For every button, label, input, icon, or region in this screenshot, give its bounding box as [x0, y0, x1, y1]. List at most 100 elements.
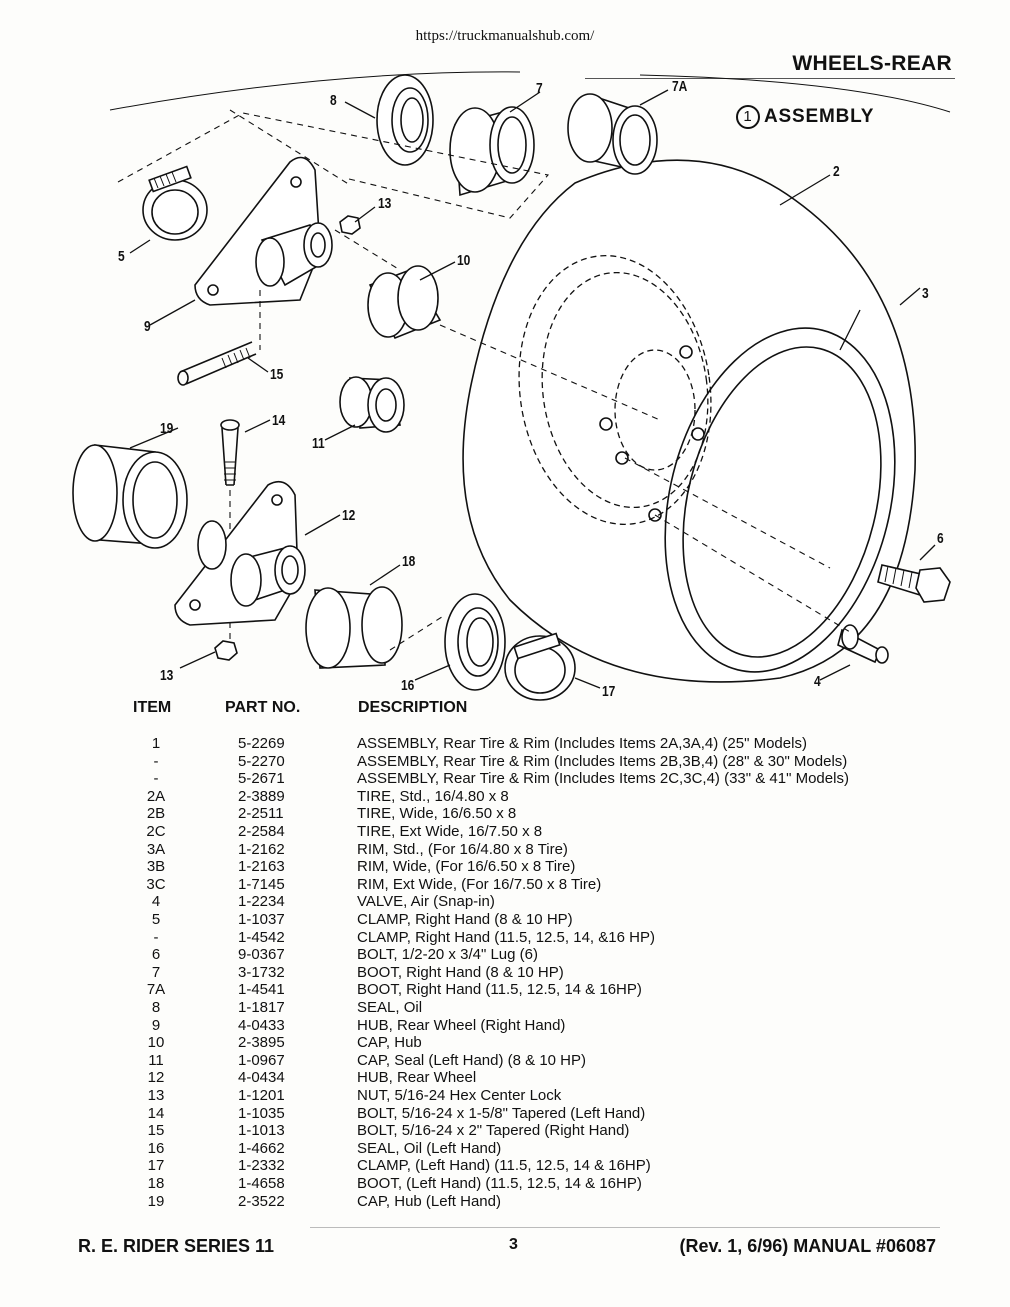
part-no-cell: 2-3522 — [238, 1192, 285, 1210]
callout-12: 12 — [342, 507, 356, 524]
item-cell: 10 — [147, 1034, 165, 1052]
callout-13-top: 13 — [378, 195, 392, 212]
callout-19: 19 — [160, 420, 174, 437]
description-cell: BOOT, Right Hand (11.5, 12.5, 14 & 16HP) — [357, 981, 642, 999]
description-cell: BOLT, 1/2-20 x 3/4" Lug (6) — [357, 946, 538, 964]
description-cell: CAP, Seal (Left Hand) (8 & 10 HP) — [357, 1051, 586, 1069]
item-cell: 19 — [147, 1192, 165, 1210]
valve-4-part — [837, 624, 889, 664]
part-no-cell: 1-1201 — [238, 1087, 285, 1104]
description-cell: BOOT, Right Hand (8 & 10 HP) — [357, 963, 564, 981]
cap-10-part — [367, 265, 442, 340]
callout-2: 2 — [833, 163, 840, 180]
part-no-cell: 1-4658 — [238, 1175, 285, 1192]
footer-rule — [310, 1227, 940, 1228]
part-no-cell: 5-2269 — [238, 735, 285, 752]
part-no-cell: 1-0967 — [238, 1051, 285, 1069]
item-cell: 11 — [148, 1051, 164, 1069]
part-no-cell: 1-7145 — [238, 875, 285, 893]
description-cell: RIM, Wide, (For 16/6.50 x 8 Tire) — [357, 858, 576, 876]
part-no-cell: 5-2671 — [238, 770, 285, 788]
clamp-17-part — [504, 632, 576, 701]
col-header-item: ITEM — [133, 699, 172, 716]
part-no-cell: 9-0367 — [238, 946, 285, 964]
part-no-cell: 4-0434 — [238, 1069, 285, 1087]
part-no-cell: 1-2332 — [238, 1157, 285, 1175]
col-header-description: DESCRIPTION — [358, 699, 468, 716]
description-cell: ASSEMBLY, Rear Tire & Rim (Includes Item… — [357, 735, 807, 752]
item-cell: 2A — [146, 787, 166, 805]
boot-7-part — [449, 106, 535, 197]
item-cell: - — [153, 928, 159, 946]
part-no-cell: 1-4542 — [238, 928, 285, 946]
description-cell: SEAL, Oil (Left Hand) — [357, 1139, 502, 1157]
boot-7a-part — [567, 93, 658, 175]
part-no-cell: 2-3895 — [238, 1034, 285, 1052]
description-cell: ASSEMBLY, Rear Tire & Rim (Includes Item… — [357, 770, 849, 788]
item-cell: 1 — [151, 735, 161, 752]
item-cell: 9 — [151, 1016, 161, 1034]
bolt-15-part — [177, 341, 257, 386]
item-cell: - — [153, 752, 159, 770]
part-no-cell: 1-1817 — [238, 999, 285, 1016]
description-cell: SEAL, Oil — [357, 999, 423, 1016]
description-cell: TIRE, Ext Wide, 16/7.50 x 8 — [357, 823, 543, 840]
callout-11: 11 — [312, 435, 325, 452]
footer-series: R. E. RIDER SERIES 11 — [78, 1236, 275, 1256]
item-cell: 2B — [146, 805, 166, 823]
item-cell: 8 — [151, 999, 161, 1016]
assembly-number-circle: 1 — [736, 105, 760, 129]
callout-8: 8 — [330, 92, 337, 109]
item-cell: - — [153, 770, 159, 788]
description-cell: RIM, Ext Wide, (For 16/7.50 x 8 Tire) — [357, 875, 602, 893]
nut-13-bottom-part — [214, 640, 238, 661]
page-number: 3 — [509, 1236, 518, 1253]
callout-16: 16 — [401, 677, 415, 694]
seal-16-part — [444, 593, 506, 691]
item-cell: 18 — [147, 1175, 165, 1192]
callout-10: 10 — [457, 252, 471, 269]
callout-6: 6 — [937, 530, 944, 547]
assembly-label: 1 ASSEMBLY — [736, 105, 874, 129]
col-header-part-no: PART NO. — [225, 699, 301, 716]
item-cell: 12 — [147, 1069, 165, 1087]
assembly-label-text: ASSEMBLY — [764, 106, 875, 127]
callout-17: 17 — [602, 683, 616, 700]
seal-8-part — [376, 74, 434, 166]
description-cell: CLAMP, Right Hand (11.5, 12.5, 14, &16 H… — [357, 928, 655, 946]
description-cell: BOLT, 5/16-24 x 1-5/8" Tapered (Left Han… — [357, 1104, 646, 1122]
exploded-parts-diagram — [72, 71, 951, 701]
lug-bolt-6-part — [877, 564, 951, 603]
part-no-cell: 2-2511 — [238, 805, 284, 823]
part-no-cell: 1-1037 — [238, 911, 285, 928]
part-no-cell: 1-1013 — [238, 1122, 285, 1140]
item-cell: 17 — [147, 1157, 165, 1175]
hub-9-part — [194, 156, 333, 306]
part-no-cell: 1-2163 — [238, 858, 285, 876]
description-cell: BOLT, 5/16-24 x 2" Tapered (Right Hand) — [357, 1122, 630, 1140]
description-cell: TIRE, Std., 16/4.80 x 8 — [357, 787, 509, 805]
boot-18-part — [305, 586, 403, 669]
description-cell: CLAMP, (Left Hand) (11.5, 12.5, 14 & 16H… — [357, 1157, 651, 1175]
cap-seal-11-part — [339, 376, 405, 433]
tire-part — [462, 159, 916, 683]
callout-3: 3 — [922, 285, 929, 302]
callout-7a: 7A — [672, 78, 688, 95]
callout-4: 4 — [814, 673, 821, 690]
part-no-cell: 1-4541 — [238, 981, 285, 999]
description-cell: HUB, Rear Wheel (Right Hand) — [357, 1016, 566, 1034]
description-cell: CLAMP, Right Hand (8 & 10 HP) — [357, 911, 573, 928]
item-cell: 14 — [147, 1104, 165, 1122]
callout-15: 15 — [270, 366, 284, 383]
description-cell: BOOT, (Left Hand) (11.5, 12.5, 14 & 16HP… — [357, 1175, 642, 1192]
part-no-cell: 5-2270 — [238, 752, 285, 770]
callout-14: 14 — [272, 412, 286, 429]
item-cell: 15 — [147, 1122, 165, 1140]
nut-13-top-part — [339, 215, 361, 235]
part-no-cell: 1-4662 — [238, 1139, 285, 1157]
callout-7: 7 — [536, 80, 543, 97]
footer-manual-rev: (Rev. 1, 6/96) MANUAL #06087 — [679, 1236, 936, 1256]
part-no-cell: 1-2162 — [238, 840, 285, 858]
callout-5: 5 — [118, 248, 125, 265]
callout-18: 18 — [402, 553, 416, 570]
